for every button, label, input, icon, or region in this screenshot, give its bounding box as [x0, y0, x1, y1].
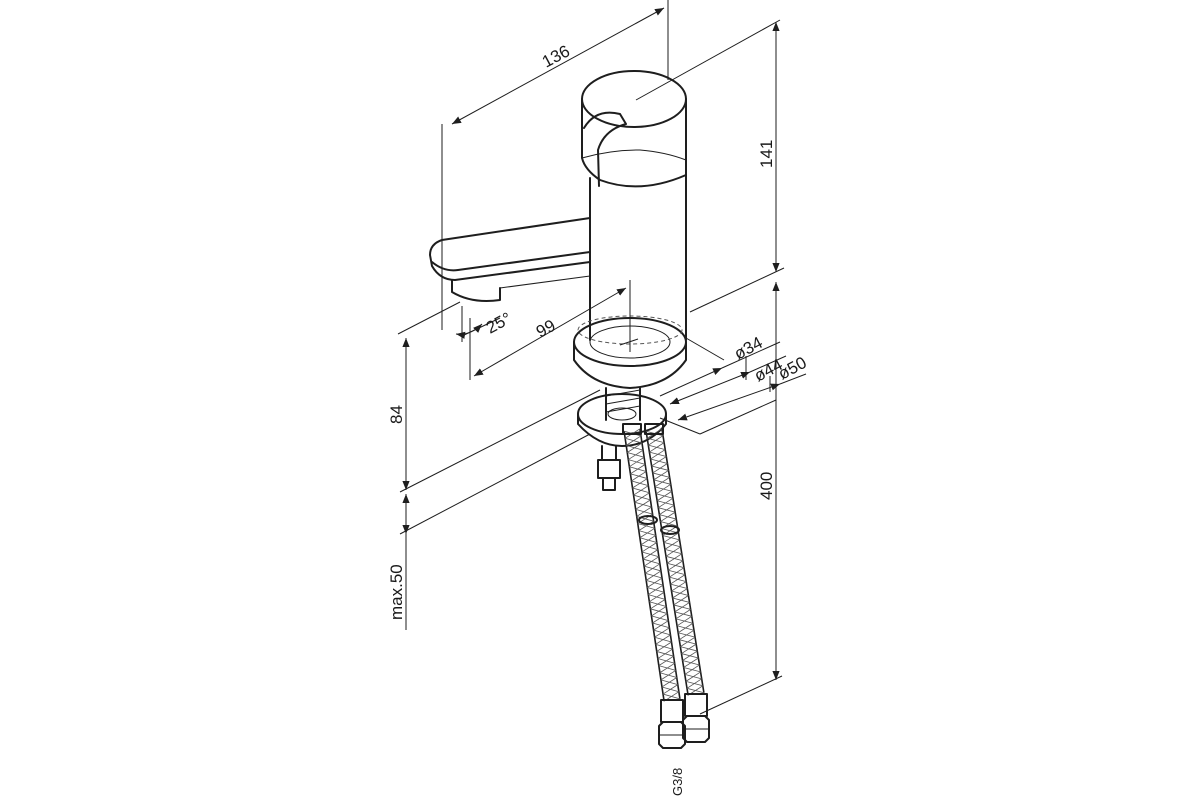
faucet-body [429, 70, 687, 389]
dim-diameter-50: ø50 [775, 353, 810, 384]
dim-spout-height: 84 [387, 405, 406, 424]
dim-spout-angle: 25° [483, 309, 515, 338]
hose-right [644, 423, 710, 743]
dim-max-thickness: max.50 [387, 564, 406, 620]
hose-left [622, 423, 686, 749]
sleeve-right [660, 525, 680, 535]
dim-height-top: 141 [757, 140, 776, 168]
flex-hoses [622, 423, 710, 749]
dim-overall-length: 136 [539, 41, 573, 71]
dim-hose-length: 400 [757, 472, 776, 500]
sleeve-left [638, 515, 658, 525]
dimension-lines [397, 0, 807, 715]
dim-diameter-34: ø34 [731, 333, 766, 364]
dim-thread: G3/8 [670, 768, 685, 796]
mounting-hardware [577, 387, 667, 491]
dim-spout-reach: 99 [533, 316, 559, 342]
